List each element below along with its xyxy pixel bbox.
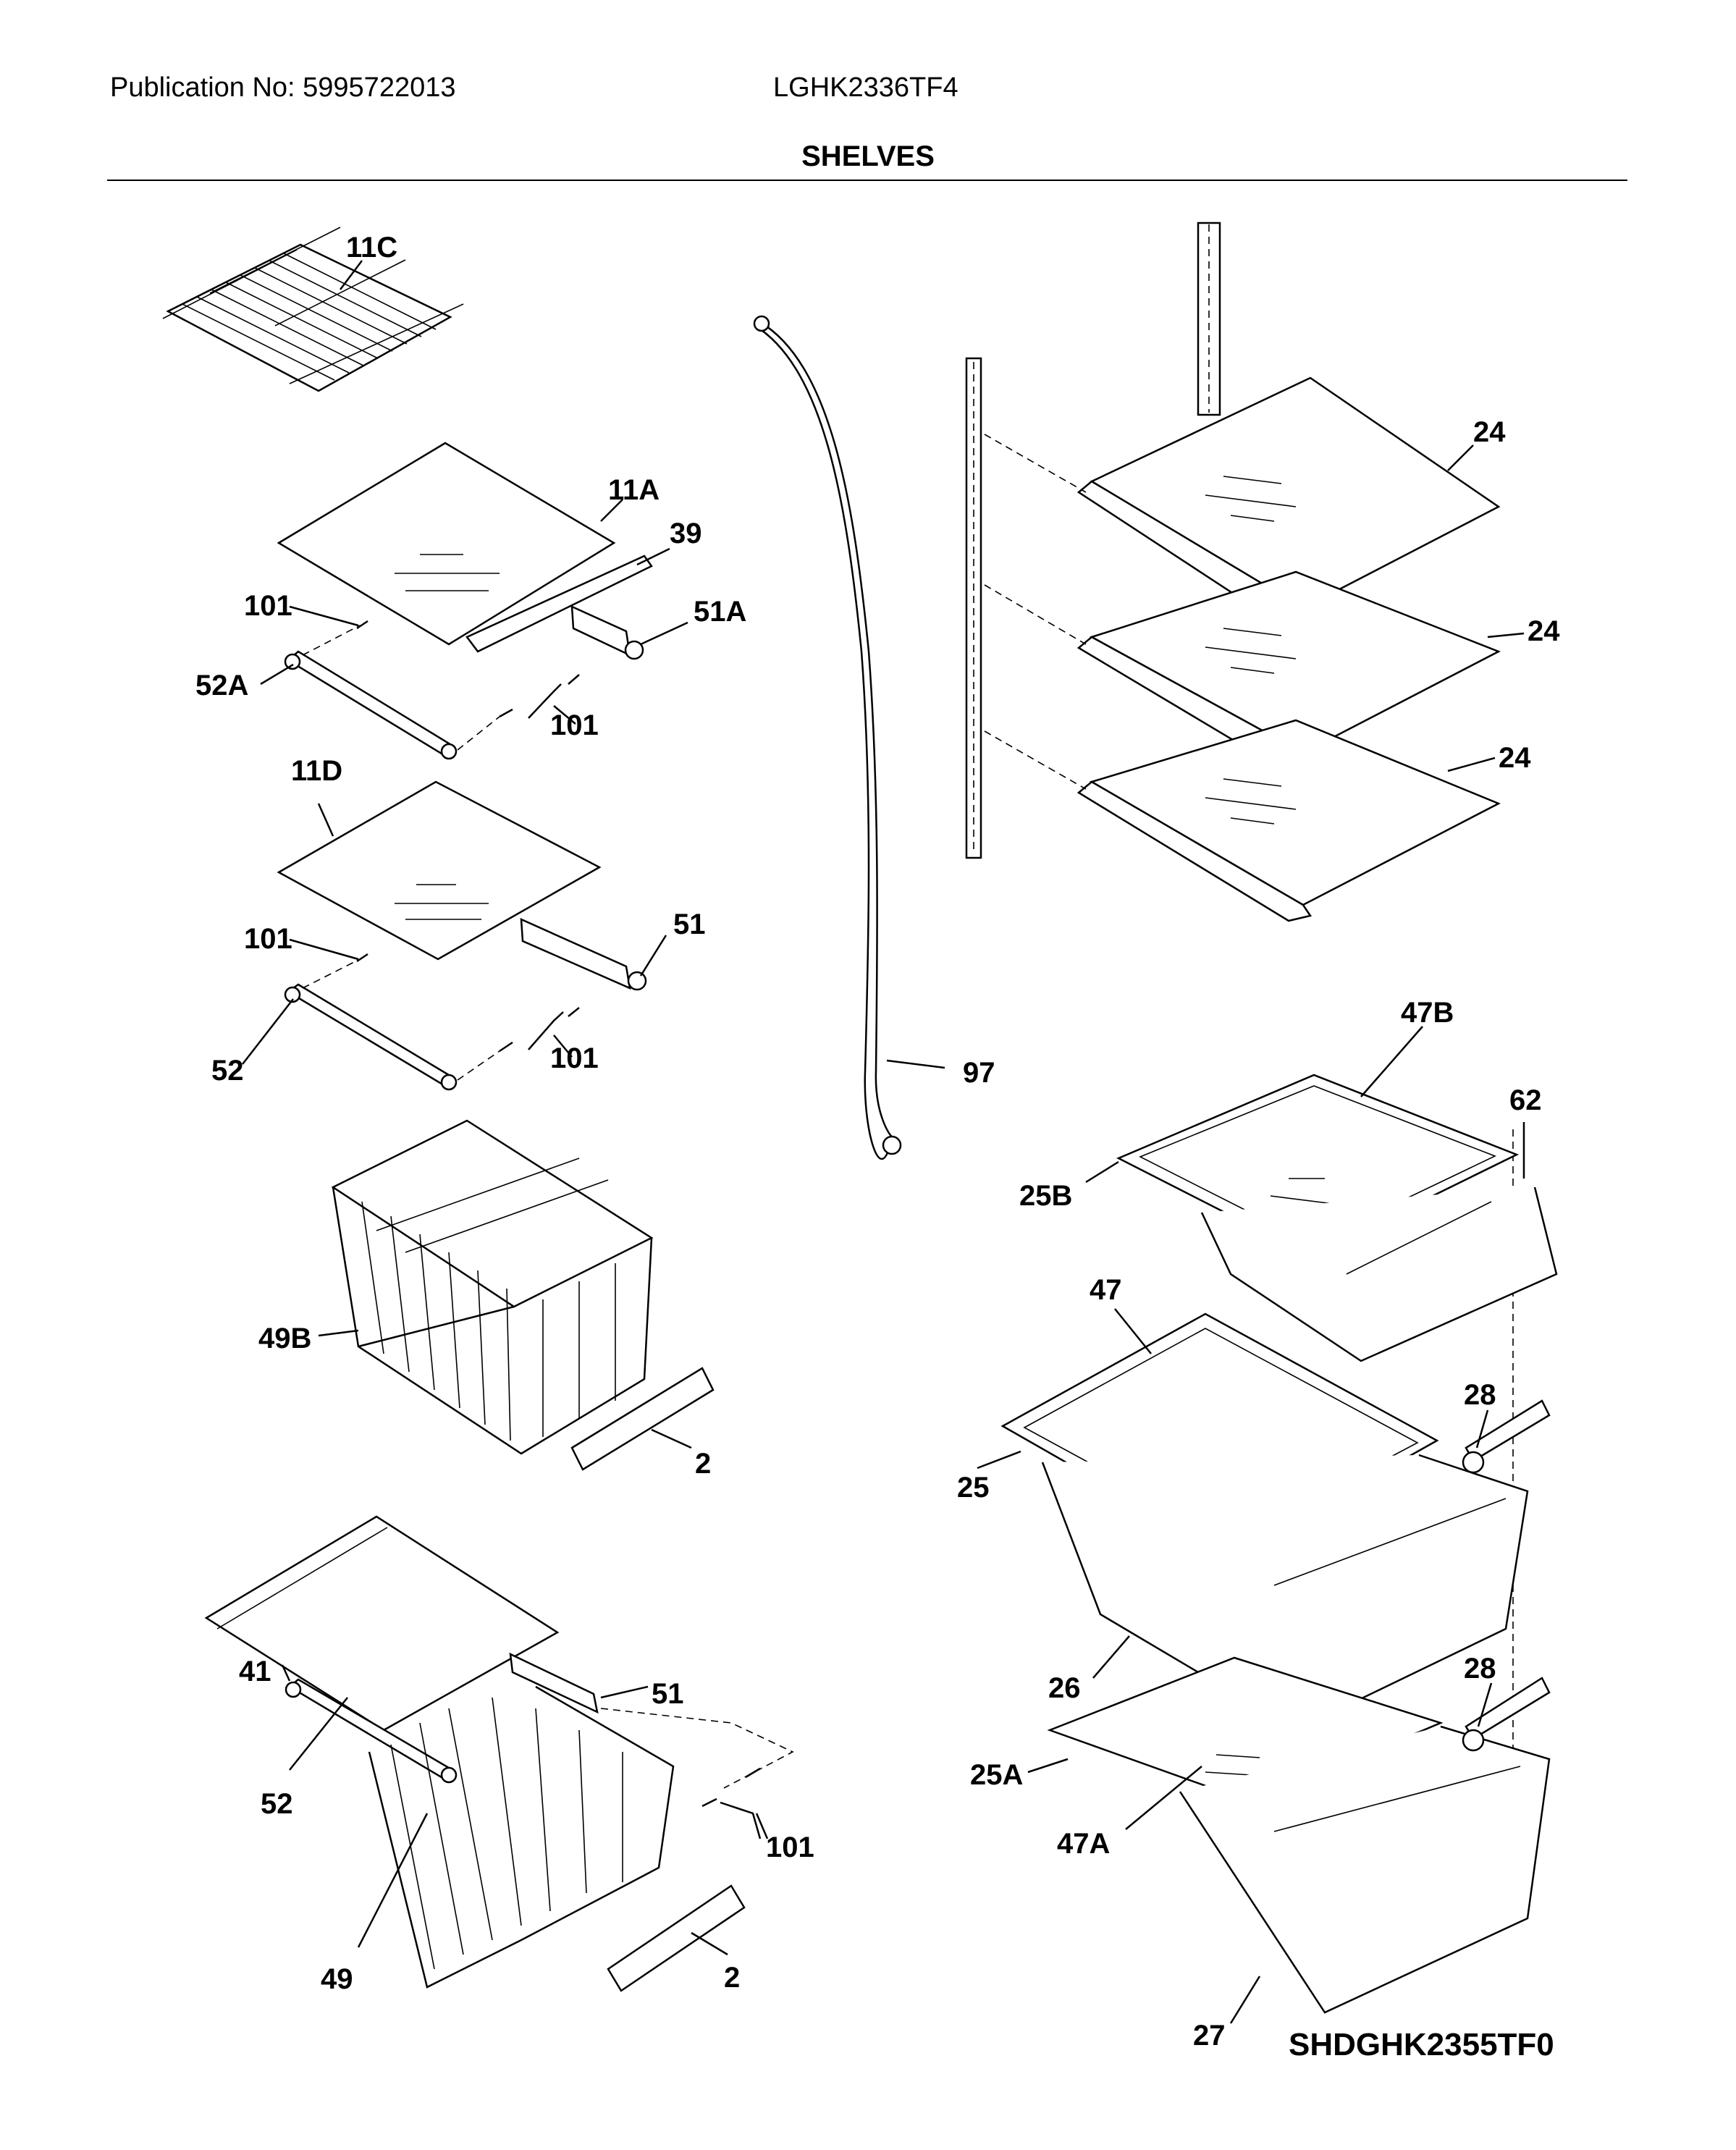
callout-101-e: 101 [766, 1831, 814, 1863]
wire-shelf-11c [162, 227, 464, 392]
ladder-rail-rear [1197, 222, 1221, 416]
water-tube-97-outline [759, 321, 893, 1138]
page-title: SHELVES [801, 140, 935, 172]
callout-24-a: 24 [1473, 416, 1506, 448]
callout-47a: 47A [1057, 1828, 1110, 1860]
callout-11c: 11C [346, 232, 397, 264]
callout-51a: 51A [694, 596, 746, 628]
slide-shelf-41 [204, 1515, 560, 1732]
right-rail-51b [509, 1652, 599, 1714]
callout-52-b: 52 [261, 1788, 293, 1820]
callout-47: 47 [1090, 1274, 1122, 1306]
screw-101-b [356, 953, 580, 1053]
callout-2-b: 2 [724, 1962, 740, 1994]
tube-end-cap-bottom [882, 1135, 902, 1155]
callout-101-a: 101 [244, 590, 292, 622]
screw-101-a [356, 620, 580, 718]
basket-trim-2b [607, 1884, 746, 1992]
callout-47b: 47B [1401, 997, 1454, 1029]
callout-52: 52 [211, 1055, 244, 1087]
left-rail-52 [284, 983, 458, 1091]
drawing-id: SHDGHK2355TF0 [1289, 2027, 1554, 2062]
crisper-drawer-62 [1200, 1186, 1558, 1362]
callout-101-c: 101 [244, 923, 292, 955]
publication-number: Publication No: 5995722013 [110, 72, 456, 103]
callout-41: 41 [239, 1656, 271, 1687]
water-tube-97 [754, 324, 892, 1160]
callout-51: 51 [673, 909, 706, 940]
screw-101-e [701, 1767, 761, 1808]
callout-24-b: 24 [1528, 615, 1560, 647]
header-divider [107, 180, 1627, 181]
callout-97: 97 [963, 1057, 995, 1089]
drawer-slide-28-a [1462, 1399, 1551, 1474]
callout-39: 39 [670, 518, 702, 549]
callout-101-b: 101 [550, 709, 599, 741]
crisper-drawer-27 [1179, 1725, 1551, 2014]
shelf-trim-39 [465, 555, 653, 653]
callout-26: 26 [1048, 1672, 1081, 1704]
callout-51-b: 51 [652, 1678, 684, 1710]
callout-28-a: 28 [1464, 1379, 1496, 1411]
callout-11a: 11A [608, 474, 660, 506]
callout-101-d: 101 [550, 1042, 599, 1074]
callout-62: 62 [1509, 1084, 1542, 1116]
callout-25: 25 [957, 1472, 990, 1504]
wire-basket-49 [368, 1685, 675, 1989]
left-rail-52b [285, 1678, 458, 1784]
crisper-drawer-26 [1041, 1454, 1529, 1732]
callout-52a: 52A [195, 670, 248, 701]
model-number: LGHK2336TF4 [773, 72, 958, 103]
drawer-slide-28-b [1462, 1677, 1551, 1752]
left-rail-52a [284, 650, 458, 760]
callout-2-a: 2 [695, 1448, 711, 1480]
leader-lines [242, 260, 1525, 2024]
cantilever-shelf-24-c [1076, 719, 1501, 922]
callout-24-c: 24 [1499, 742, 1531, 774]
basket-trim-2a [570, 1367, 715, 1471]
ladder-rail-front [965, 357, 982, 859]
tube-end-cap [753, 315, 770, 332]
callout-49b: 49B [258, 1323, 311, 1354]
right-rail-51 [520, 918, 647, 991]
callout-27: 27 [1193, 2020, 1226, 2052]
callout-28-b: 28 [1464, 1653, 1496, 1685]
right-rail-51a [570, 604, 644, 660]
wire-basket-49b [331, 1119, 654, 1455]
glass-shelf-11a [277, 442, 616, 646]
callout-25a: 25A [970, 1759, 1023, 1791]
callout-49: 49 [321, 1963, 353, 1995]
callout-25b: 25B [1019, 1180, 1072, 1212]
callout-11d: 11D [291, 755, 342, 787]
glass-shelf-11d [277, 780, 602, 961]
